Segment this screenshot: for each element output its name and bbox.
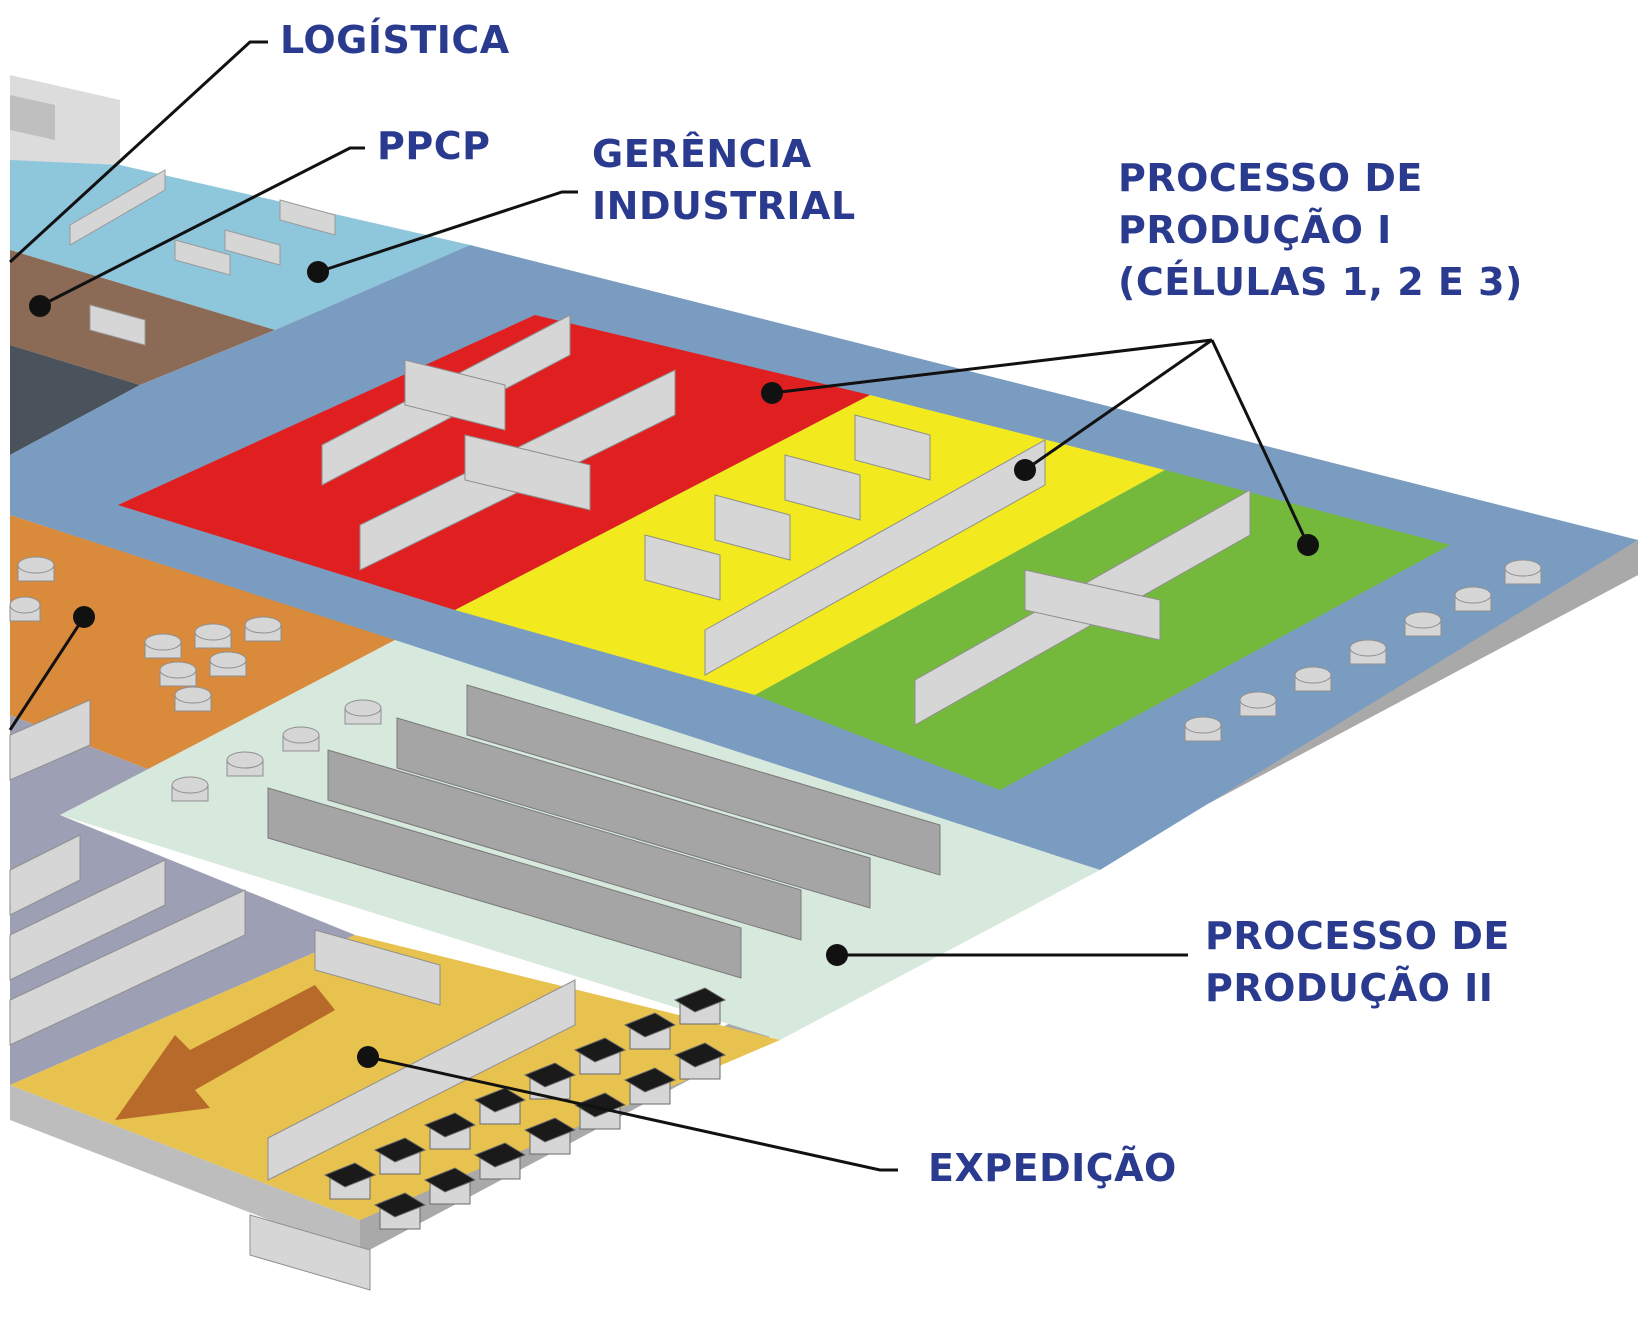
leader-gerencia — [317, 190, 578, 274]
leader-orange — [8, 616, 86, 731]
producao2-cylinders — [171, 699, 382, 802]
label-ppcp-text: PPCP — [377, 124, 491, 168]
label-producao2-line1: PROCESSO DE — [1205, 914, 1510, 958]
ppcp-zone — [10, 250, 275, 385]
label-gerencia-line2: INDUSTRIAL — [592, 184, 856, 228]
leader-ppcp — [39, 146, 365, 308]
label-producao2-line2: PRODUÇÃO II — [1205, 966, 1494, 1010]
label-producao-1: PROCESSO DE PRODUÇÃO I (CÉLULAS 1, 2 E 3… — [1118, 152, 1523, 308]
label-producao1-line1: PROCESSO DE — [1118, 156, 1423, 200]
logistica-shelf — [10, 95, 55, 140]
label-gerencia-industrial: GERÊNCIA INDUSTRIAL — [592, 128, 856, 232]
logistica-zone — [10, 75, 120, 175]
label-producao1-line3: (CÉLULAS 1, 2 E 3) — [1118, 260, 1523, 304]
label-ppcp: PPCP — [377, 120, 490, 172]
leader-producao1-c — [1210, 339, 1310, 546]
label-producao1-line2: PRODUÇÃO I — [1118, 208, 1392, 252]
lilac-zone-machines — [9, 699, 246, 1046]
shipping-arrow — [115, 985, 335, 1120]
expedicao-boxes — [323, 987, 727, 1230]
cell-3-machines — [914, 489, 1251, 726]
producao2-machines — [267, 684, 941, 979]
leader-producao1-a — [771, 338, 1213, 395]
cell-2-machines — [644, 414, 1046, 676]
expedicao-machines — [249, 929, 576, 1291]
label-gerencia-line1: GERÊNCIA — [592, 132, 812, 176]
label-producao-2: PROCESSO DE PRODUÇÃO II — [1205, 910, 1510, 1014]
leader-lines — [8, 40, 1310, 1172]
label-logistica: LOGÍSTICA — [280, 14, 510, 66]
leader-producao1-b — [1024, 338, 1213, 472]
leader-dots — [29, 261, 1319, 1068]
orange-zone-cylinders — [9, 556, 282, 712]
blue-base-cylinders — [1184, 559, 1542, 742]
leader-logistica — [8, 40, 268, 264]
leader-expedicao — [367, 1055, 898, 1172]
label-expedicao-text: EXPEDIÇÃO — [928, 1146, 1177, 1190]
cell-2-zone — [455, 395, 1165, 695]
dark-zone — [10, 345, 140, 455]
label-expedicao: EXPEDIÇÃO — [928, 1142, 1177, 1194]
cell-1-machines — [321, 314, 676, 571]
gerencia-furniture — [69, 169, 336, 346]
label-logistica-text: LOGÍSTICA — [280, 18, 510, 62]
